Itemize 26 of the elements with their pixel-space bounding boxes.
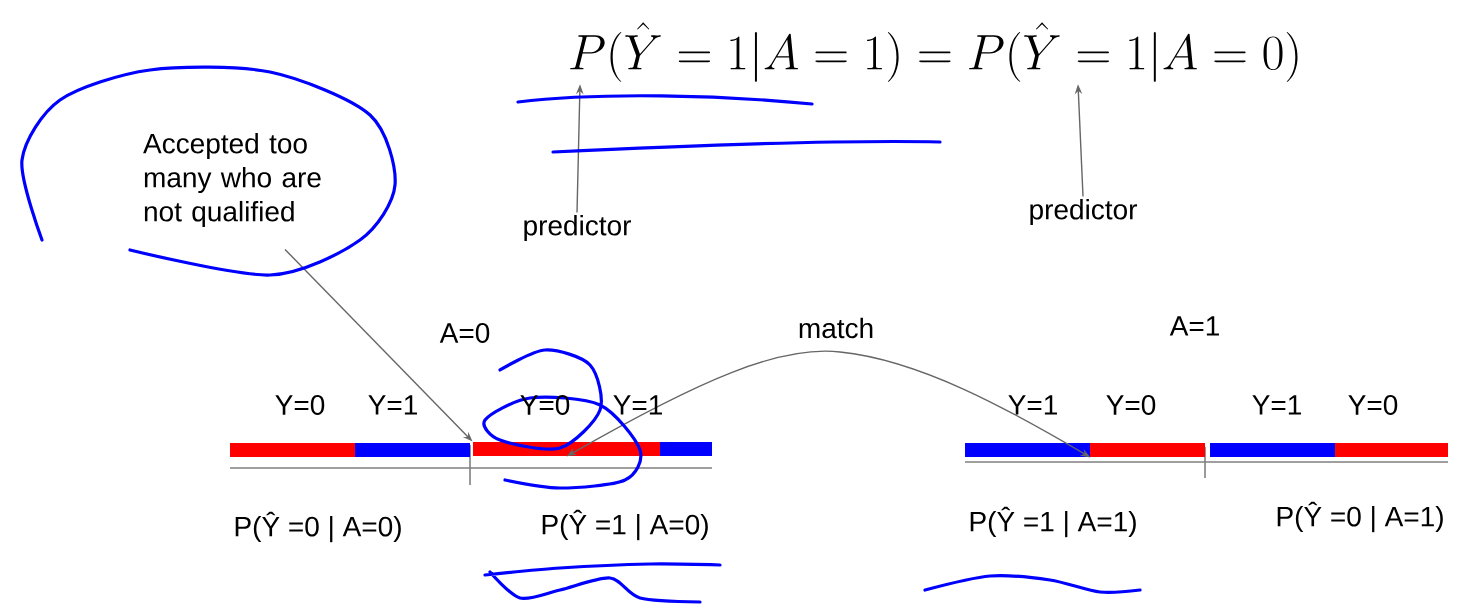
- text-label: Y=1: [613, 395, 662, 415]
- text-label: Y=0: [520, 395, 570, 415]
- color-bar: [230, 443, 355, 457]
- text-label: Y=0: [1106, 395, 1156, 415]
- text-label: Y=1: [1252, 395, 1301, 415]
- color-bar: [1090, 443, 1205, 457]
- text-label: A=0: [439, 323, 490, 343]
- probability-formula: $P(\hat{Y} = 1|A=1) = P(\hat{Y} = 1|A=0)$: [570, 22, 1298, 82]
- text-label: A=1: [1169, 316, 1219, 336]
- text-label: P(Ŷ =0 | A=1): [1277, 501, 1443, 533]
- text-label: Y=1: [1008, 395, 1057, 415]
- color-bar: [660, 442, 712, 456]
- text-label: Y=0: [1348, 395, 1398, 415]
- color-bar: [1210, 443, 1335, 457]
- text-label: P(Ŷ =1 | A=1): [970, 506, 1136, 538]
- color-bar: [965, 443, 1090, 457]
- callout-text: Accepted too many who are not qualified: [143, 132, 321, 228]
- color-bar: [1335, 443, 1448, 457]
- text-label: P(Ŷ =1 | A=0): [542, 509, 708, 541]
- predictor-label: predictor: [1030, 198, 1137, 226]
- text-label: P(Ŷ =0 | A=0): [235, 511, 401, 543]
- text-label: Y=1: [368, 395, 417, 415]
- color-bar: [355, 443, 470, 457]
- edge-label: match: [799, 317, 873, 339]
- predictor-label: predictor: [524, 214, 631, 242]
- text-label: Y=0: [275, 395, 325, 415]
